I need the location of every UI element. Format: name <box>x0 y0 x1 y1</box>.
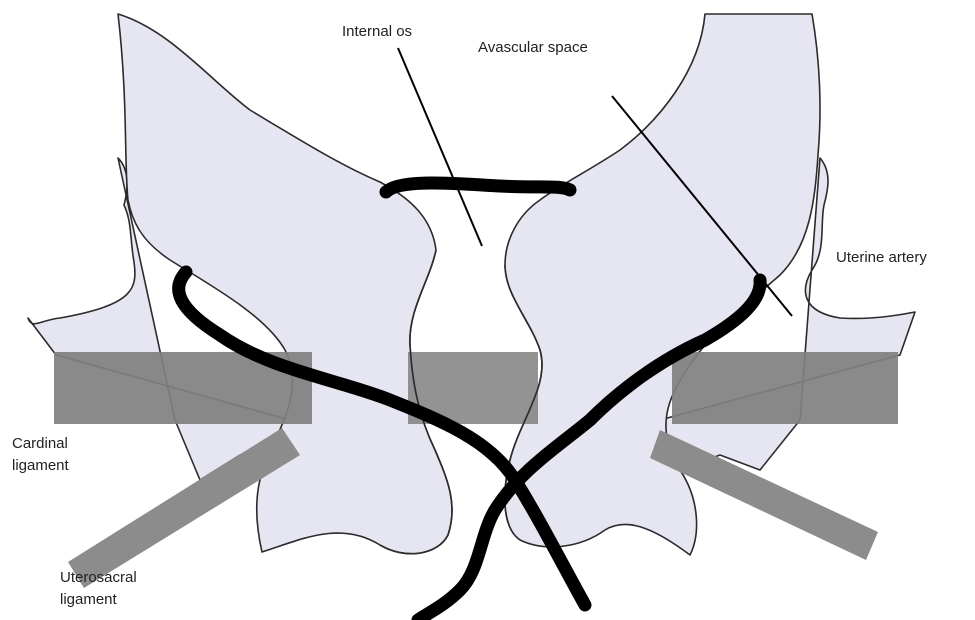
label-avascular-space: Avascular space <box>478 39 588 56</box>
right-cervix-half <box>505 14 820 555</box>
label-internal-os: Internal os <box>342 23 412 40</box>
label-uterosacral-ligament: Uterosacral ligament <box>60 569 141 608</box>
label-cardinal-line1: Cardinal <box>12 435 68 452</box>
suture-internal-os <box>386 183 570 192</box>
label-uterosacral-line2: ligament <box>60 591 118 608</box>
cardinal-ligament-band-right <box>672 352 898 424</box>
left-cervix-half <box>118 14 452 554</box>
label-uterine-artery: Uterine artery <box>836 249 927 266</box>
label-uterosacral-line1: Uterosacral <box>60 569 137 586</box>
label-cardinal-line2: ligament <box>12 457 70 474</box>
label-cardinal-ligament: Cardinal ligament <box>12 435 72 474</box>
